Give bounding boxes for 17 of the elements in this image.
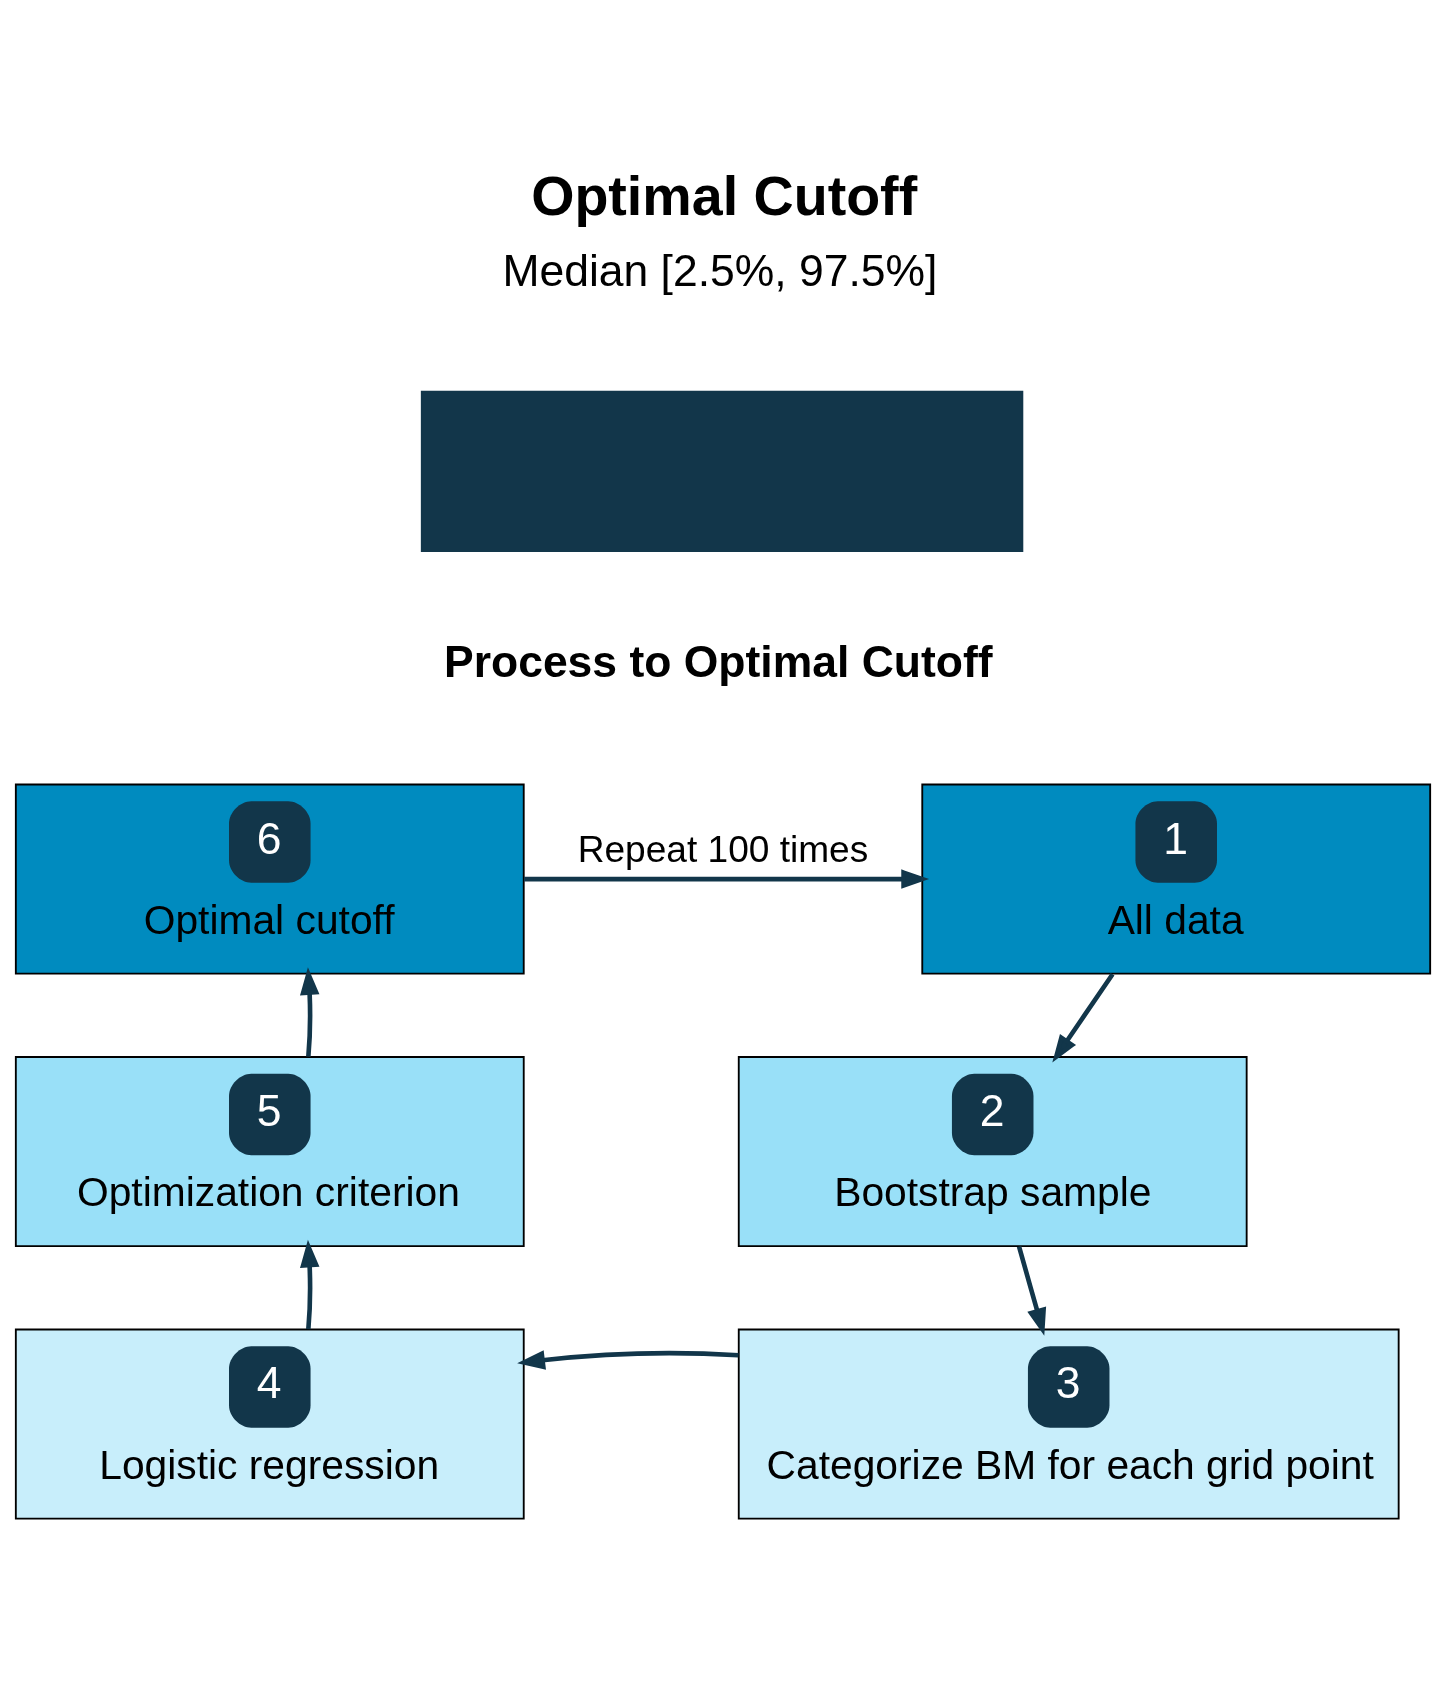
- node-box: 6 Optimal cutoff: [14, 783, 525, 975]
- node-box: 5 Optimization criterion: [14, 1056, 525, 1248]
- node-bar: [420, 390, 1024, 552]
- node-box: 3 Categorize BM for each grid point: [737, 1328, 1400, 1520]
- arrow: [1052, 972, 1115, 1063]
- node-box: 4 Logistic regression: [14, 1328, 525, 1520]
- arrow: [524, 869, 930, 889]
- label: Process to Optimal Cutoff: [444, 637, 993, 687]
- node-box: 2 Bootstrap sample: [737, 1056, 1248, 1248]
- arrow: [300, 1239, 320, 1330]
- edge-label: Repeat 100 times: [577, 828, 869, 871]
- diagram-title: Optimal Cutoff: [531, 165, 918, 228]
- arrow: [1016, 1246, 1047, 1336]
- node-box: 1 All data: [921, 783, 1432, 975]
- arrow: [300, 967, 320, 1057]
- label: Median [2.5%, 97.5%]: [502, 246, 938, 296]
- arrow: [517, 1350, 739, 1370]
